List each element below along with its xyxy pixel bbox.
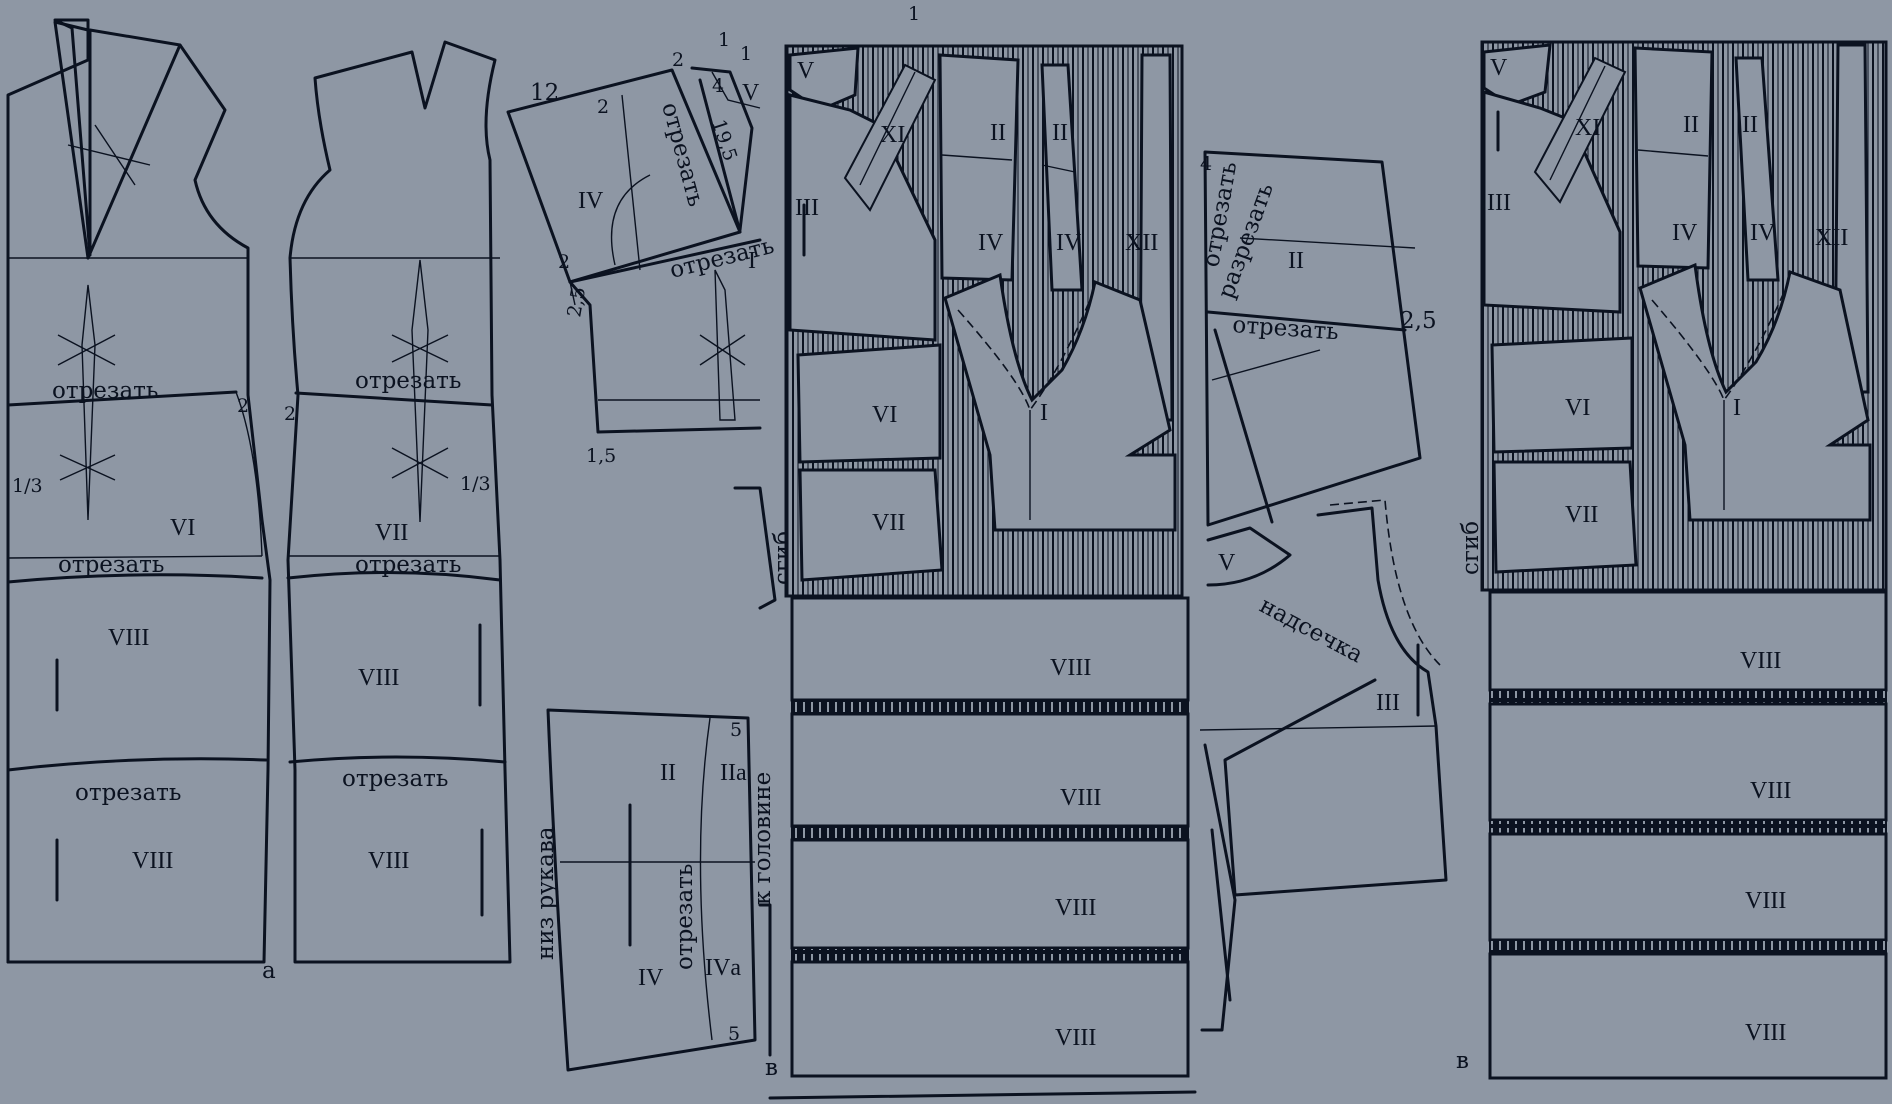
a-left-cut-2: отрезать (58, 552, 164, 578)
a-left-ratio: 1/3 (12, 475, 43, 497)
figure-a-letter: а (262, 958, 276, 984)
layout2-piece-vii: VII (1565, 502, 1598, 528)
layout2-strip-2: VIII (1750, 778, 1791, 804)
layout2-piece-ii-1: II (1683, 112, 1699, 138)
layout1-piece-i: I (1040, 400, 1048, 426)
layout2-piece-xi: XI (1575, 115, 1600, 141)
layout2-strip-3: VIII (1745, 888, 1786, 914)
b-piece-i: I (748, 248, 756, 274)
a-left-cut-1: отрезать (52, 378, 158, 404)
a-right-piece-viii-2: VIII (368, 848, 409, 874)
layout1-piece-vi: VI (872, 402, 897, 428)
layout1-strip-1: VIII (1050, 655, 1091, 681)
b-cut-1: отрезать (656, 100, 709, 210)
a-left-piece-vi: VI (170, 515, 195, 541)
sleeve-modification (546, 708, 772, 1072)
layout1-piece-xi: XI (880, 122, 905, 148)
b-n2c: 2 (558, 251, 570, 273)
b-sleeve-iva: IVа (705, 955, 741, 981)
layout2-piece-iv-2: IV (1750, 220, 1776, 246)
layout1-strip-3: VIII (1055, 895, 1096, 921)
a-right-piece-vii: VII (375, 520, 408, 546)
layout2-piece-ii-2: II (1742, 112, 1758, 138)
layout2-piece-iv-1: IV (1672, 220, 1698, 246)
c-piece-ii: II (1288, 248, 1304, 274)
b-sleeve-ii: II (660, 760, 676, 786)
c-n4: 4 (1200, 153, 1212, 175)
c-piece-iii: III (1376, 690, 1400, 716)
fabric-layout-2 (1480, 40, 1888, 1080)
layout2-strip-1: VIII (1740, 648, 1781, 674)
layout1-piece-iii: III (795, 195, 819, 221)
layout1-piece-iv-1: IV (978, 230, 1004, 256)
b-n4: 4 (712, 75, 724, 97)
layout1-strip-4: VIII (1055, 1025, 1096, 1051)
a-left-piece-viii-1: VIII (108, 625, 149, 651)
layout2-piece-xii: XII (1815, 225, 1848, 251)
b-n15: 1,5 (586, 445, 616, 467)
b-sleeve-cut: отрезать (672, 864, 698, 970)
b-n1b: 1 (740, 43, 752, 65)
figure-c-modification (1199, 150, 1448, 1032)
a-left-mark: 2 (237, 395, 249, 417)
layout2-piece-i: I (1733, 395, 1741, 421)
b-sleeve-head: к головине (750, 772, 776, 905)
b-n2b: 2 (672, 49, 684, 71)
b-n19: 19,5 (707, 117, 741, 164)
b-sleeve-iv: IV (638, 965, 664, 991)
b-sleeve-bottom: низ рукава (533, 826, 559, 960)
figure-b-letter: в (765, 1055, 778, 1081)
a-left-cut-3: отрезать (75, 780, 181, 806)
layout2-piece-iii: III (1487, 190, 1511, 216)
b-sleeve-n5b: 5 (728, 1023, 740, 1045)
b-sleeve-iia: IIа (720, 760, 747, 786)
layout1-strip-2: VIII (1060, 785, 1101, 811)
b-n12: 12 (530, 80, 559, 106)
bodice-modification (506, 66, 762, 434)
back-pattern-right (286, 40, 512, 964)
a-left-piece-viii-2: VIII (132, 848, 173, 874)
layout1-piece-iv-2: IV (1056, 230, 1082, 256)
b-n25: 2,5 (563, 285, 590, 319)
layout1-piece-xii: XII (1125, 230, 1158, 256)
layout1-piece-v: V (797, 58, 815, 84)
a-right-cut-2: отрезать (355, 552, 461, 578)
b-sleeve-n5a: 5 (730, 719, 742, 741)
a-right-mark: 2 (284, 403, 296, 425)
layout1-top-mark: 1 (908, 3, 920, 25)
c-cut-2: отрезать (1232, 312, 1340, 345)
layout2-strip-4: VIII (1745, 1020, 1786, 1046)
layout1-piece-vii: VII (872, 510, 905, 536)
b-piece-v: V (742, 80, 760, 106)
a-right-cut-3: отрезать (342, 766, 448, 792)
layout2-piece-v: V (1490, 55, 1508, 81)
b-cut-2: отрезать (667, 233, 777, 284)
b-piece-iv: IV (578, 188, 604, 214)
a-right-cut-1: отрезать (355, 368, 461, 394)
b-n1a: 1 (718, 29, 730, 51)
c-n25: 2,5 (1400, 308, 1437, 334)
b-n2a: 2 (597, 96, 609, 118)
layout1-piece-ii-2: II (1052, 120, 1068, 146)
c-notch: надсечка (1255, 592, 1367, 668)
c-piece-v: V (1218, 550, 1236, 576)
layout2-letter: в (1456, 1048, 1469, 1074)
a-right-ratio: 1/3 (460, 473, 491, 495)
front-pattern-left (6, 18, 272, 964)
layout2-fold: сгиб (1458, 521, 1484, 575)
fabric-layout-1 (768, 44, 1197, 1100)
layout1-piece-ii-1: II (990, 120, 1006, 146)
a-right-piece-viii-1: VIII (358, 665, 399, 691)
layout2-piece-vi: VI (1565, 395, 1590, 421)
